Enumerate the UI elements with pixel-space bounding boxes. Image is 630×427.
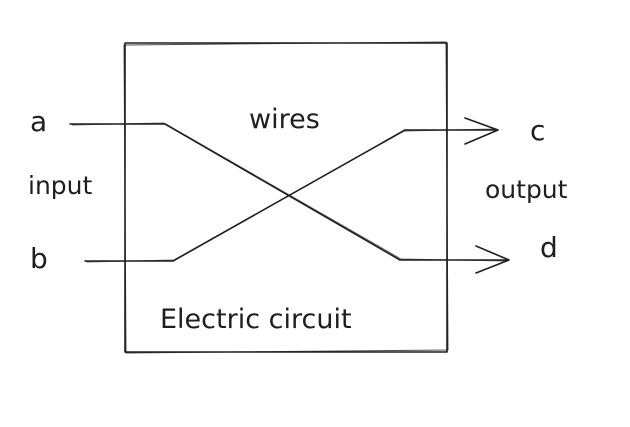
input-b-label: b — [30, 242, 48, 275]
wire-a-to-d — [69, 122, 509, 262]
wire-b-to-c — [84, 128, 498, 263]
input-label: input — [28, 171, 93, 200]
arrowhead-c-icon — [464, 117, 499, 145]
wires-label: wires — [249, 104, 320, 135]
circuit-box — [123, 41, 449, 354]
box-label: Electric circuit — [160, 304, 352, 335]
output-label: output — [485, 175, 568, 204]
input-a-label: a — [30, 105, 47, 138]
arrowhead-d-icon — [475, 245, 510, 274]
output-c-label: c — [530, 114, 545, 147]
output-d-label: d — [540, 231, 558, 264]
